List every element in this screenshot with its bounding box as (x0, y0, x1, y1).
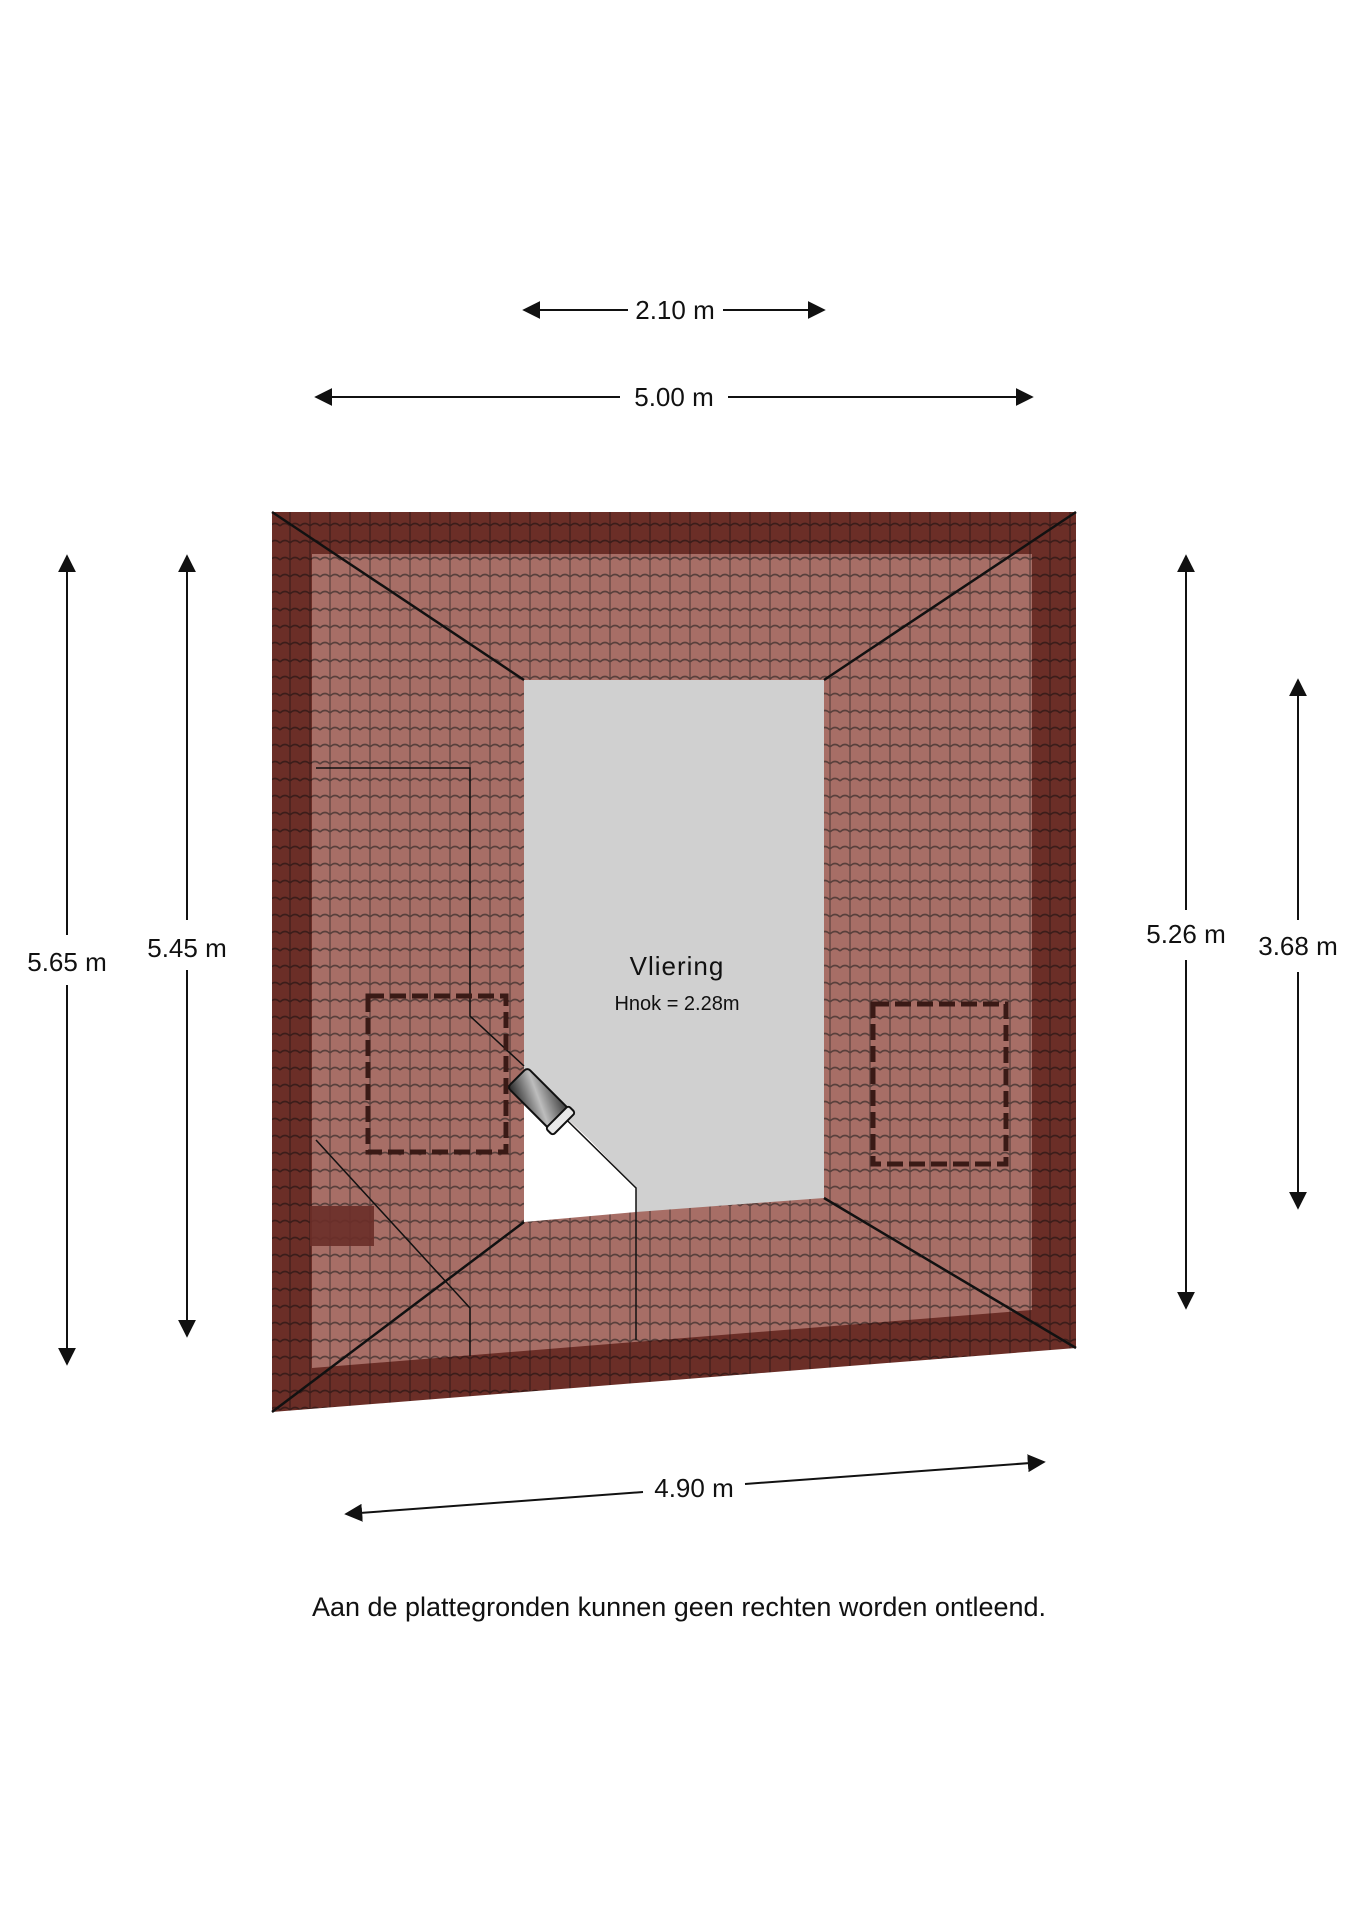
roof-vent (310, 1206, 374, 1246)
room-ridge-height: Hnok = 2.28m (614, 993, 739, 1015)
dimension-bottom: 4.90 m (344, 1454, 1046, 1522)
dimension-left-inner: 5.45 m (147, 554, 227, 1338)
room-name: Vliering (630, 951, 725, 981)
dimension-top-outer: 5.00 m (314, 382, 1034, 412)
roof (271, 510, 1077, 1413)
hip-line-bottom-right (823, 1196, 1077, 1350)
dimension-right-outer: 3.68 m (1258, 678, 1338, 1210)
dimension-right-inner-label: 5.26 m (1146, 919, 1226, 949)
dimension-bottom-label: 4.90 m (654, 1473, 734, 1503)
wall-outline-left (316, 767, 525, 1067)
hip-line-bottom-left (271, 1221, 525, 1413)
disclaimer-text: Aan de plattegronden kunnen geen rechten… (311, 1592, 1047, 1622)
wall-outline-lower-left (315, 1139, 471, 1356)
hip-line-top-right (823, 510, 1077, 682)
dimension-top-inner-label: 2.10 m (635, 295, 715, 325)
roof-window-left (365, 993, 509, 1155)
flue-icon (508, 1068, 576, 1136)
dimension-right-inner: 5.26 m (1146, 554, 1226, 1310)
hip-line-top-left (271, 510, 525, 682)
dimension-right-outer-label: 3.68 m (1258, 931, 1338, 961)
dimension-top-outer-label: 5.00 m (634, 382, 714, 412)
dimension-top-inner: 2.10 m (522, 295, 826, 325)
floor-area (524, 680, 824, 1212)
dimension-left-outer: 5.65 m (27, 554, 107, 1366)
dimension-left-inner-label: 5.45 m (147, 933, 227, 963)
roof-window-right (870, 1001, 1009, 1167)
dimension-left-outer-label: 5.65 m (27, 947, 107, 977)
